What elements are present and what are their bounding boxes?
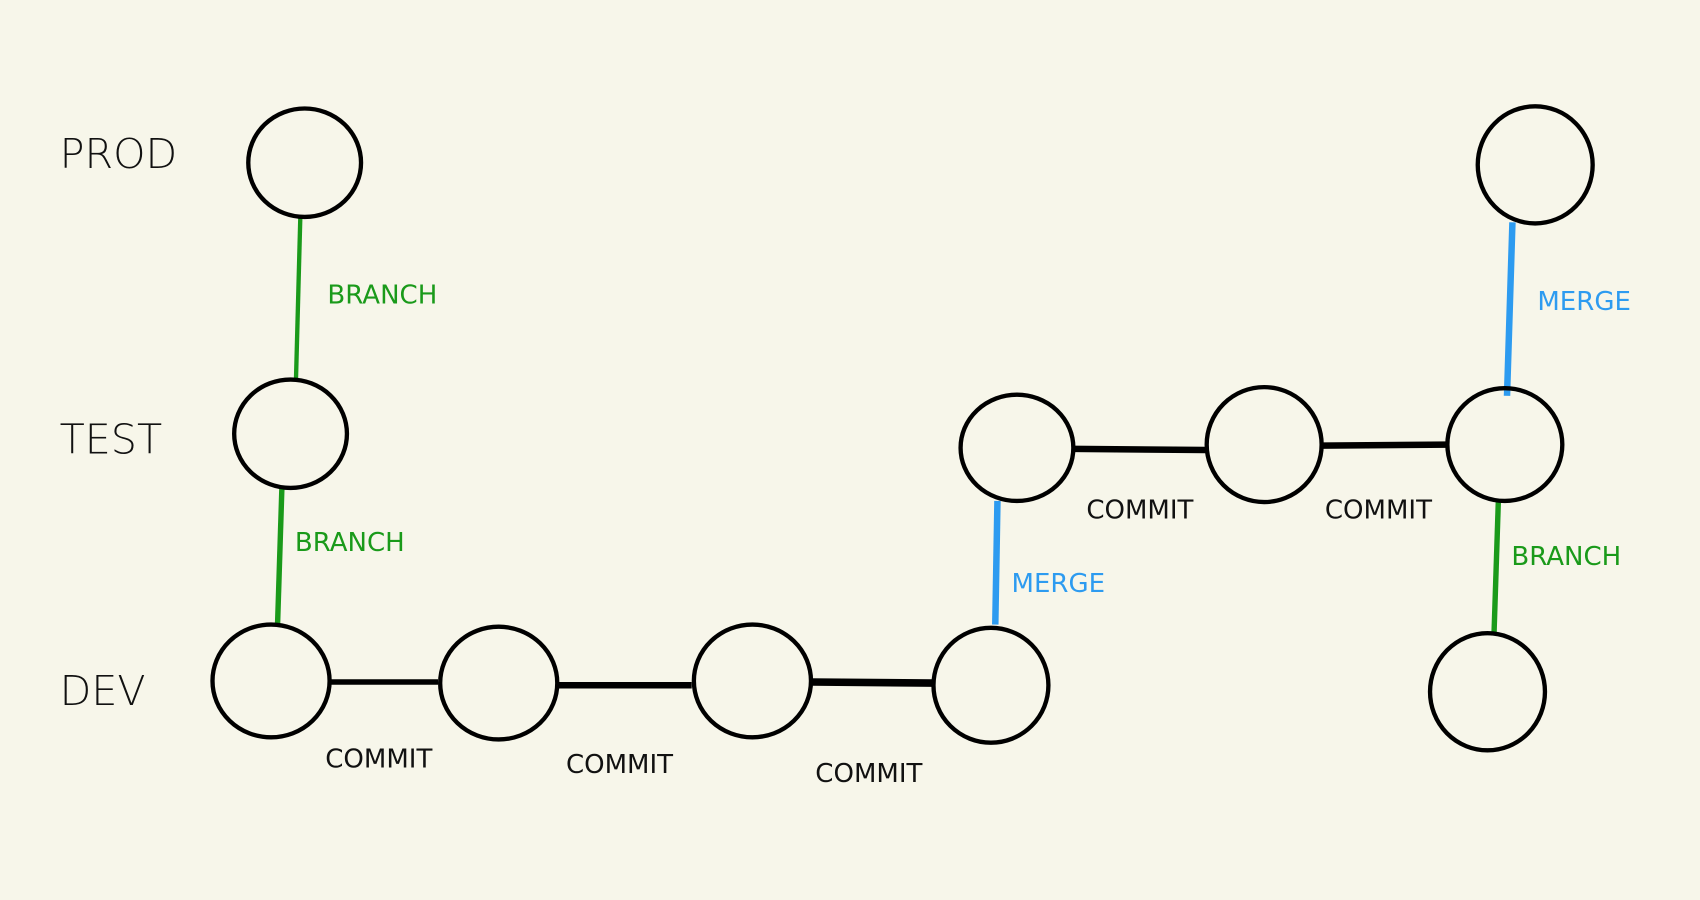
edge-merge-dev-test xyxy=(992,500,1001,625)
commit-node-dev5 xyxy=(1427,631,1548,753)
lane-label-dev: DEV xyxy=(60,667,146,715)
commit-node-dev1 xyxy=(210,622,332,740)
commit-node-prod1 xyxy=(246,106,364,220)
edge-label-commit: COMMIT xyxy=(1325,495,1432,525)
commit-node-dev4 xyxy=(931,625,1051,745)
edge-branch-test-dev5 xyxy=(1491,500,1502,635)
edge-merge-test-prod xyxy=(1503,222,1516,396)
edge-label-commit: COMMIT xyxy=(815,759,922,789)
edge-label-branch: BRANCH xyxy=(1511,542,1621,572)
commit-node-test2 xyxy=(958,392,1076,504)
edge-label-branch: BRANCH xyxy=(327,281,437,311)
edge-label-commit: COMMIT xyxy=(566,750,673,780)
edge-branch-test-dev xyxy=(274,487,285,625)
edge-commit-dev3-dev4 xyxy=(810,678,933,687)
commit-node-prod2 xyxy=(1475,104,1595,226)
commit-node-dev2 xyxy=(438,624,560,742)
commit-node-dev3 xyxy=(691,622,814,740)
edge-label-commit: COMMIT xyxy=(1086,495,1193,525)
edge-commit-test3-test4 xyxy=(1320,441,1447,449)
edge-label-merge: MERGE xyxy=(1012,569,1106,599)
edge-label-merge: MERGE xyxy=(1537,287,1631,317)
edge-commit-test2-test3 xyxy=(1073,445,1206,454)
commit-node-test3 xyxy=(1204,384,1324,505)
edge-label-commit: COMMIT xyxy=(325,745,432,775)
edge-label-branch: BRANCH xyxy=(295,528,405,558)
commit-node-test1 xyxy=(232,377,350,491)
commit-node-test4 xyxy=(1445,386,1565,504)
lane-label-prod: PROD xyxy=(60,130,178,178)
lane-label-test: TEST xyxy=(60,415,163,463)
edge-branch-prod-test xyxy=(293,216,303,380)
